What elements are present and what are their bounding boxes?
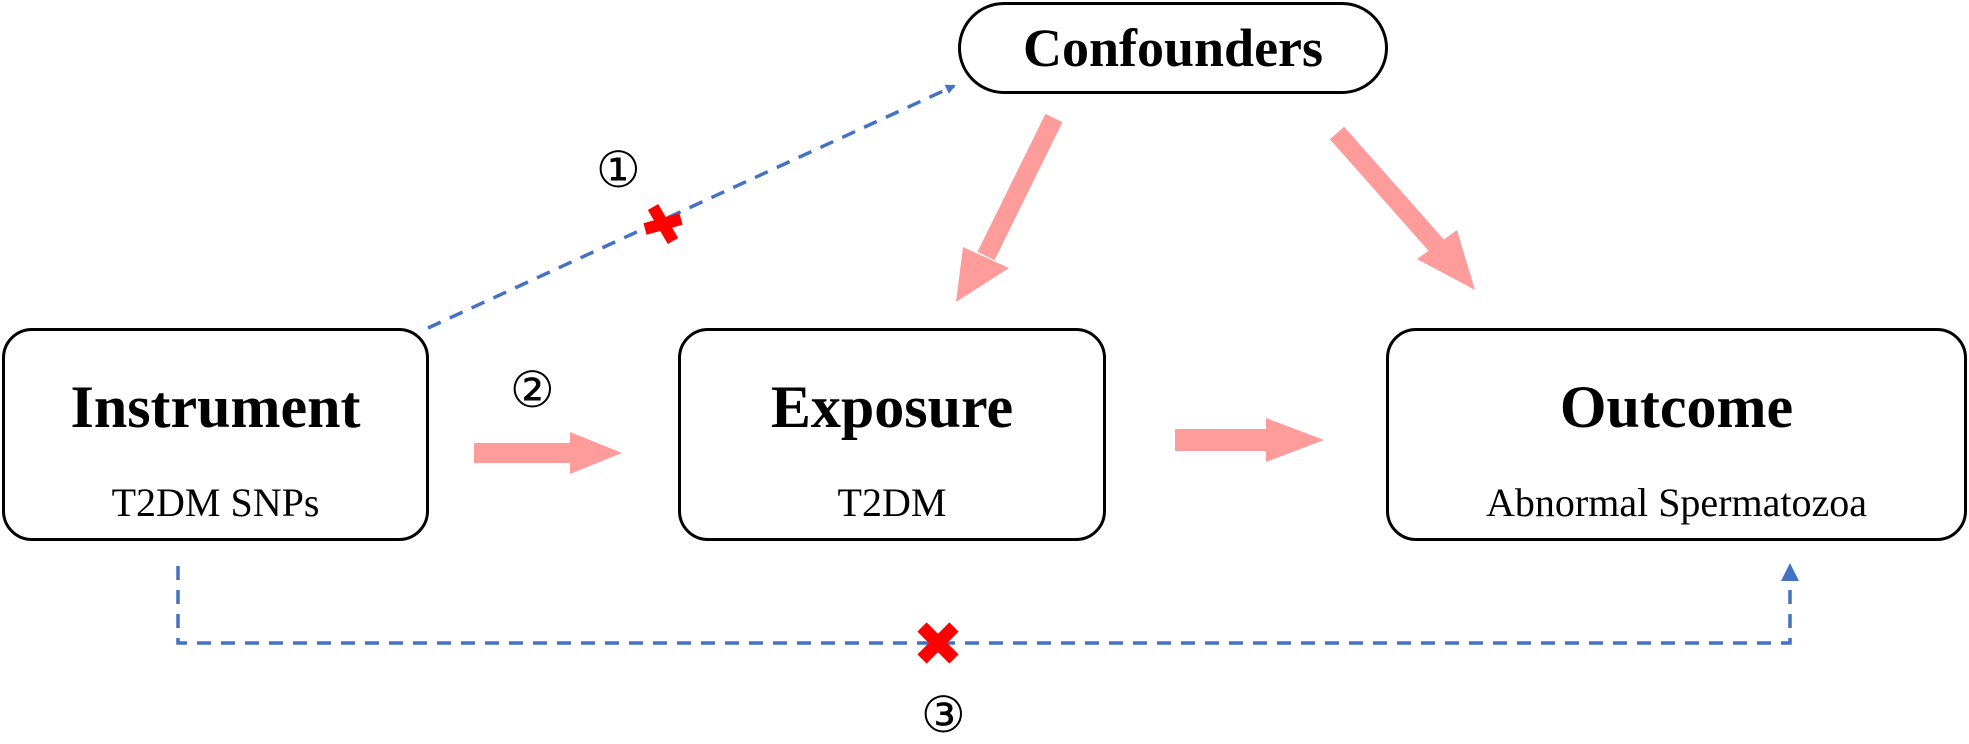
outcome-dashed-arrowhead bbox=[1781, 563, 1799, 581]
instrument-to-exposure-arrow bbox=[474, 432, 622, 474]
confounders-label: Confounders bbox=[1022, 18, 1324, 78]
violation-cross-icon bbox=[917, 622, 959, 664]
instrument-box: Instrument T2DM SNPs bbox=[2, 328, 429, 541]
outcome-subtitle: Abnormal Spermatozoa bbox=[1486, 480, 1867, 525]
assumption-2-label: ② bbox=[510, 361, 555, 419]
confounders-to-exposure-arrow bbox=[956, 113, 1063, 302]
instrument-confounders-dashed-path bbox=[427, 84, 956, 330]
assumption-1-label: ① bbox=[596, 141, 641, 199]
instrument-subtitle: T2DM SNPs bbox=[111, 480, 320, 525]
exposure-to-outcome-arrow bbox=[1175, 418, 1324, 462]
exposure-title: Exposure bbox=[770, 374, 1014, 440]
instrument-title: Instrument bbox=[70, 374, 361, 440]
exposure-subtitle: T2DM bbox=[837, 480, 947, 525]
outcome-title: Outcome bbox=[1559, 374, 1794, 440]
exposure-box: Exposure T2DM bbox=[678, 328, 1106, 541]
confounders-node: Confounders bbox=[958, 2, 1388, 94]
violation-cross-icon bbox=[643, 203, 683, 245]
outcome-box: Outcome Abnormal Spermatozoa bbox=[1386, 328, 1967, 541]
assumption-3-label: ③ bbox=[921, 686, 966, 744]
confounders-to-outcome-arrow bbox=[1329, 126, 1475, 290]
instrument-outcome-dashed-path bbox=[176, 566, 1792, 645]
